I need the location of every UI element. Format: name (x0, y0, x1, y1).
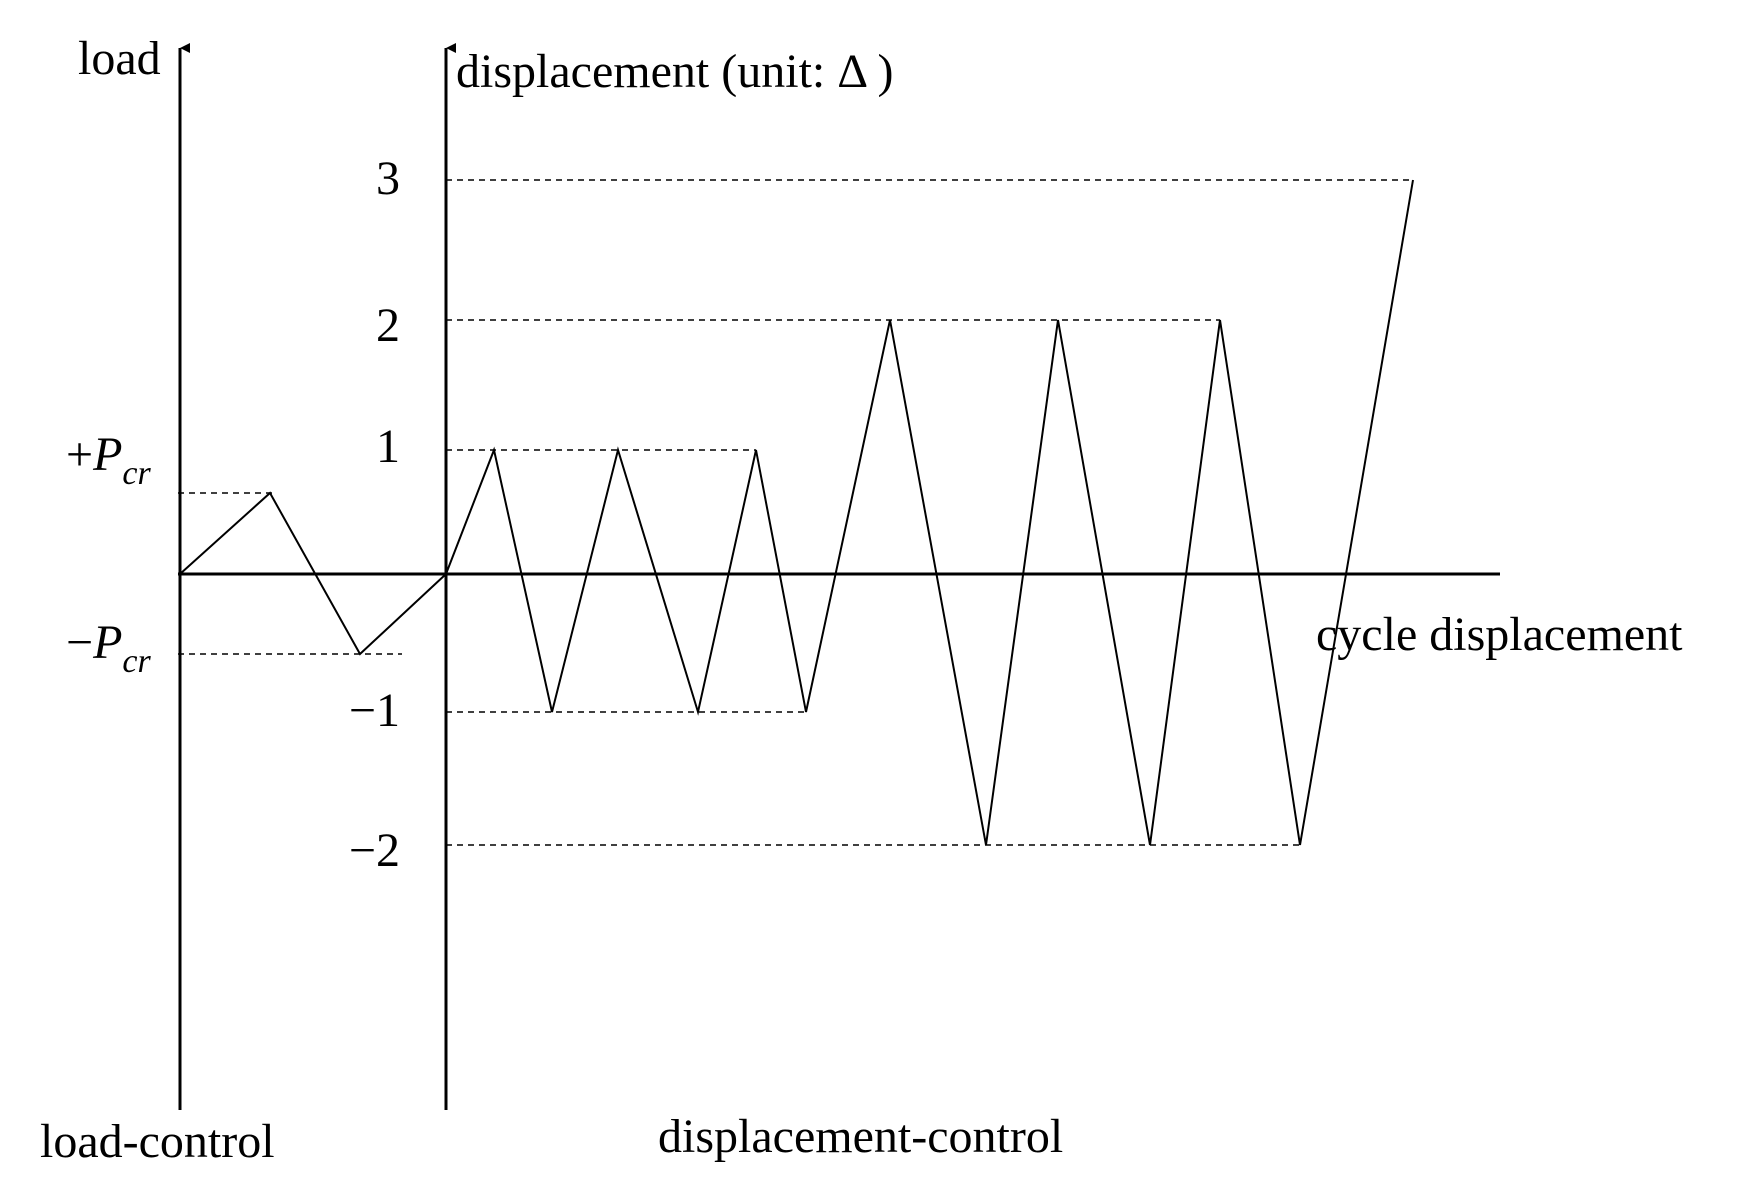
guide-lines (178, 179, 1413, 846)
tick-label-2: 2 (376, 299, 400, 352)
tick-label-3: 3 (376, 152, 400, 205)
load-control-label: load-control (40, 1115, 275, 1168)
tick-label-plus-pcr: +Pcr (66, 428, 151, 492)
tick-label-1: 1 (376, 420, 400, 473)
load-axis-label: load (78, 32, 161, 85)
displacement-control-label: displacement-control (658, 1110, 1063, 1163)
tick-label-minus-pcr: −Pcr (66, 616, 151, 680)
axes (178, 43, 1500, 1110)
displacement-control-cycle-path (445, 179, 1414, 846)
cycle-axis-label: cycle displacement (1316, 608, 1683, 661)
displacement-axis-label: displacement (unit: Δ ) (456, 45, 893, 98)
tick-label-minus-2: −2 (349, 824, 400, 877)
load-control-cycle-path (179, 491, 447, 656)
tick-label-minus-1: −1 (349, 684, 400, 737)
